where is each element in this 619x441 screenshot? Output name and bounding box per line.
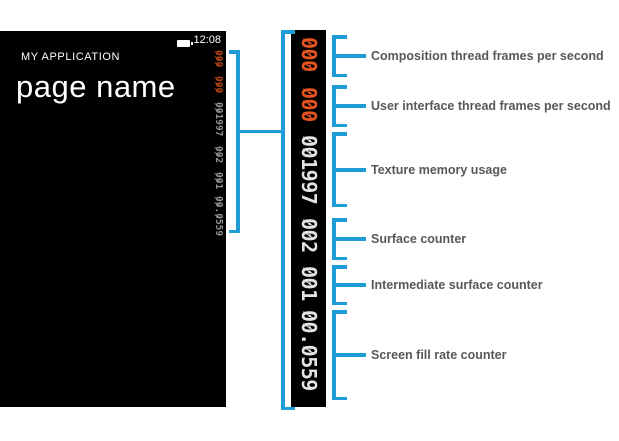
counter-value: 000: [296, 37, 321, 72]
counter-value: 001: [296, 266, 321, 301]
counter-value: 001997: [296, 135, 321, 205]
counter-label: Surface counter: [371, 232, 467, 246]
callout-line: [229, 229, 240, 233]
callout-line: [332, 123, 347, 127]
callout-line: [332, 396, 347, 400]
callout-line: [285, 406, 295, 410]
counter-value: 002: [213, 146, 224, 164]
callout-line: [332, 301, 347, 305]
callout-line: [229, 50, 240, 54]
callout-line: [332, 203, 347, 207]
callout-line: [332, 132, 347, 136]
callout-line: [336, 54, 366, 58]
counter-label: Intermediate surface counter: [371, 278, 543, 292]
callout-line: [332, 218, 336, 260]
callout-line: [336, 237, 366, 241]
app-title: MY APPLICATION: [21, 51, 121, 63]
callout-line: [332, 256, 347, 260]
battery-icon: [177, 40, 193, 47]
counter-label: Screen fill rate counter: [371, 348, 507, 362]
callout-line: [332, 265, 347, 269]
phone-screen: 12:08 MY APPLICATION page name 000 000 001…: [0, 31, 226, 407]
counter-value: 001997: [213, 102, 224, 137]
callout-line: [336, 283, 366, 287]
callout-line: [332, 85, 336, 127]
callout-line: [281, 30, 285, 410]
callout-line: [332, 73, 347, 77]
callout-line: [240, 129, 281, 133]
status-clock: 12:08: [193, 34, 221, 46]
callout-line: [332, 218, 347, 222]
callout-line: [285, 30, 295, 34]
enlarged-counter-bar: 000 000 001997 002 001 00.0559: [291, 30, 326, 407]
callout-line: [332, 85, 347, 89]
callout-line: [332, 132, 336, 207]
page-title: page name: [16, 69, 176, 104]
counter-label: Composition thread frames per second: [371, 49, 604, 63]
counter-label: Texture memory usage: [371, 163, 507, 177]
callout-line: [336, 353, 366, 357]
counter-value: 00.0559: [296, 310, 321, 391]
callout-line: [332, 265, 336, 305]
callout-line: [336, 168, 366, 172]
counter-label: User interface thread frames per second: [371, 99, 611, 113]
counter-value: 002: [296, 218, 321, 253]
counter-value: 00.0559: [213, 196, 224, 237]
callout-line: [236, 50, 240, 233]
callout-line: [332, 310, 347, 314]
callout-line: [336, 104, 366, 108]
counter-value: 000: [213, 76, 224, 94]
callout-line: [332, 35, 336, 77]
counter-value: 000: [213, 50, 224, 68]
counter-value: 000: [296, 87, 321, 122]
counter-value: 001: [213, 172, 224, 190]
callout-line: [332, 35, 347, 39]
callout-line: [332, 310, 336, 400]
